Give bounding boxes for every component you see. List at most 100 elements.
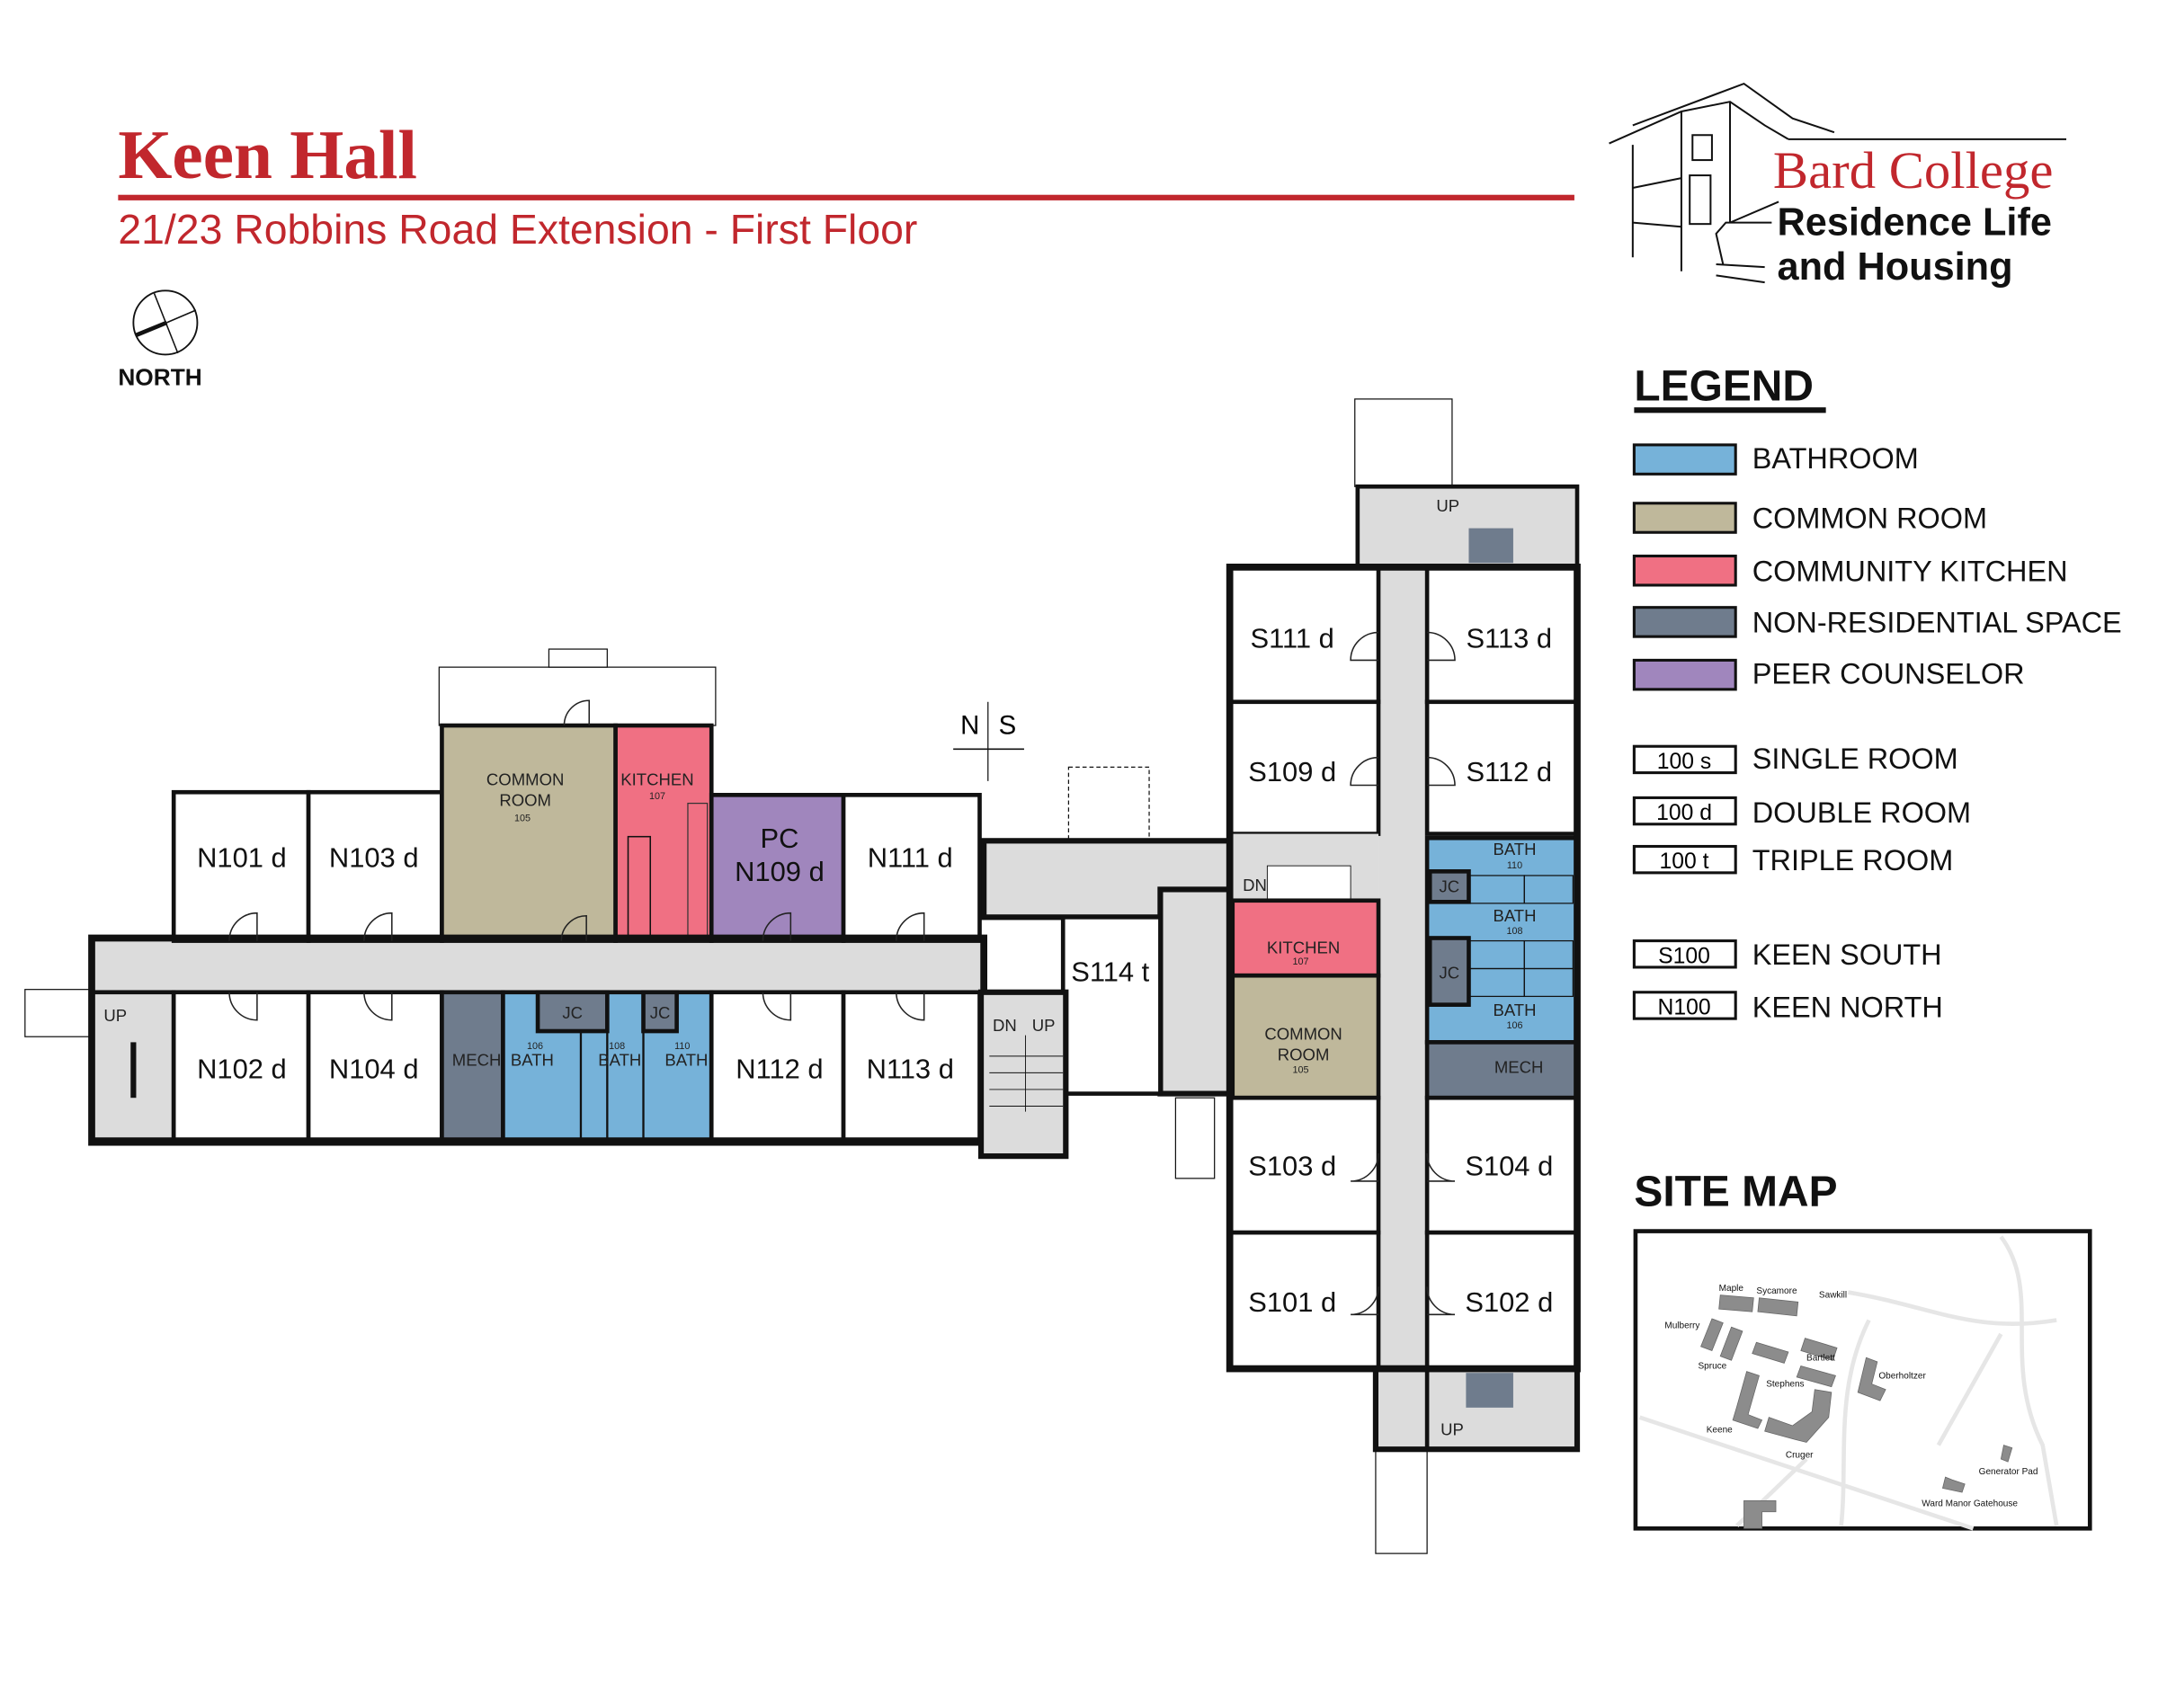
room-s103[interactable]: [1227, 1095, 1381, 1235]
label-n102: N102 d: [197, 1054, 287, 1085]
label-kitchen-num: 107: [1292, 956, 1308, 967]
logo-residence-life: Residence Life: [1778, 201, 2052, 245]
site-label-cruger: Cruger: [1786, 1450, 1814, 1460]
legend-swatch: [1632, 606, 1737, 638]
label-bath-b: BATH: [598, 1051, 641, 1070]
connector: S114 t DN UP: [977, 766, 1237, 1179]
label-s104: S104 d: [1465, 1151, 1553, 1182]
page-subtitle: 21/23 Robbins Road Extension - First Flo…: [118, 206, 917, 253]
north-compass-icon: [132, 289, 199, 356]
room-s109[interactable]: [1227, 699, 1381, 836]
label-jc-1: JC: [1440, 876, 1460, 895]
label-bath-106: 106: [527, 1041, 543, 1052]
mech-south: [1424, 1040, 1580, 1100]
site-label-keene: Keene: [1707, 1426, 1733, 1436]
common-room-north[interactable]: [440, 723, 618, 943]
kitchen-north[interactable]: [613, 723, 714, 943]
site-label-bartlett: Bartlett: [1806, 1353, 1835, 1363]
legend-code: 100 s: [1657, 750, 1711, 774]
legend-label: NON-RESIDENTIAL SPACE: [1752, 607, 2122, 639]
label-bath-108: 108: [609, 1041, 625, 1052]
legend-swatch: [1632, 658, 1737, 691]
label-up: UP: [103, 1006, 127, 1025]
label-kitchen: KITCHEN: [620, 770, 693, 789]
room-s114[interactable]: [1060, 914, 1163, 1096]
kitchen-south[interactable]: [1230, 898, 1381, 978]
jc-north-1: [535, 990, 610, 1034]
label-s112: S112 d: [1466, 756, 1552, 787]
site-label-oberholtzer: Oberholtzer: [1878, 1371, 1926, 1381]
label-n109: N109 d: [735, 856, 825, 887]
label-common-2: ROOM: [1278, 1045, 1330, 1063]
jc-south-2: [1427, 936, 1471, 1007]
title-rule: [118, 194, 1574, 200]
label-s109: S109 d: [1248, 756, 1336, 787]
south-wing: S111 d S113 d S109 d S112 d DN KITCHEN 1…: [1226, 398, 1581, 1554]
legend-code: 100 d: [1656, 801, 1712, 825]
label-up: UP: [1032, 1016, 1056, 1035]
room-s102[interactable]: [1424, 1230, 1580, 1371]
label-n101: N101 d: [197, 842, 287, 874]
label-n112: N112 d: [736, 1054, 823, 1085]
label-up-bottom: UP: [1440, 1420, 1464, 1439]
site-label-mulberry: Mulberry: [1664, 1321, 1699, 1331]
room-s101[interactable]: [1227, 1230, 1381, 1371]
legend-code: S100: [1658, 944, 1710, 968]
label-s114: S114 t: [1071, 956, 1149, 987]
site-label-ward-manor-gatehouse: Ward Manor Gatehouse: [1922, 1499, 2018, 1509]
north-label: NORTH: [118, 363, 201, 390]
label-dn: DN: [1243, 876, 1267, 894]
label-common-1: COMMON: [1264, 1024, 1342, 1043]
label-up-top: UP: [1436, 496, 1459, 515]
label-mech: MECH: [452, 1051, 502, 1070]
legend-label: COMMUNITY KITCHEN: [1752, 555, 2068, 587]
label-n103: N103 d: [329, 842, 419, 874]
north-wing: N101 d N103 d COMMON ROOM 105 KITCHEN 10…: [24, 648, 988, 1146]
label-dn: DN: [993, 1016, 1017, 1035]
jc-north-2: [641, 990, 679, 1034]
legend-code: N100: [1657, 995, 1710, 1019]
site-map: Maple Sycamore Sawkill Mulberry Spruce B…: [1633, 1229, 2092, 1531]
label-kitchen-num: 107: [649, 791, 665, 802]
site-map-title: SITE MAP: [1634, 1169, 1837, 1216]
label-jc-2: JC: [650, 1003, 671, 1022]
label-bath-a: BATH: [511, 1051, 554, 1070]
orientation-marker: N S: [953, 701, 1024, 781]
label-jc-2: JC: [1440, 963, 1460, 982]
label-bath-110-num: 110: [1507, 860, 1522, 871]
label-bath-108: BATH: [1493, 906, 1536, 925]
corridor-north: [94, 940, 985, 992]
label-s101: S101 d: [1248, 1286, 1336, 1318]
stair-south-top: [1355, 484, 1580, 570]
legend-label: KEEN NORTH: [1752, 992, 1943, 1024]
label-s113: S113 d: [1466, 623, 1552, 654]
label-s111: S111 d: [1251, 623, 1334, 654]
legend-label: BATHROOM: [1752, 442, 1919, 475]
legend-label: SINGLE ROOM: [1752, 743, 1958, 775]
label-jc-1: JC: [562, 1003, 583, 1022]
legend-label: KEEN SOUTH: [1752, 939, 1942, 971]
legend-label: TRIPLE ROOM: [1752, 844, 1953, 876]
bard-logo-building-icon: [1609, 82, 2067, 284]
legend-label: PEER COUNSELOR: [1752, 658, 2025, 690]
label-common-num: 105: [514, 814, 531, 824]
site-label-stephens: Stephens: [1766, 1380, 1804, 1390]
label-common-1: COMMON: [486, 770, 564, 789]
label-mech: MECH: [1494, 1057, 1544, 1076]
logo-bard-college: Bard College: [1773, 141, 2053, 200]
label-bath-106: BATH: [1493, 1001, 1536, 1019]
label-n104: N104 d: [329, 1054, 419, 1085]
orientation-s: S: [999, 710, 1017, 740]
site-label-spruce: Spruce: [1698, 1362, 1726, 1372]
legend-item-keen-south: S100 KEEN SOUTH: [1632, 939, 1942, 971]
label-pc: PC: [761, 823, 799, 854]
room-s104[interactable]: [1424, 1095, 1580, 1235]
stair-connector: [977, 989, 1069, 1160]
room-n102[interactable]: [171, 990, 311, 1142]
legend-swatch: [1632, 502, 1737, 534]
label-n113: N113 d: [867, 1054, 954, 1085]
legend-underline: [1634, 407, 1826, 414]
legend-code: 100 t: [1660, 850, 1709, 874]
legend-item-bathroom: BATHROOM: [1632, 442, 1919, 476]
